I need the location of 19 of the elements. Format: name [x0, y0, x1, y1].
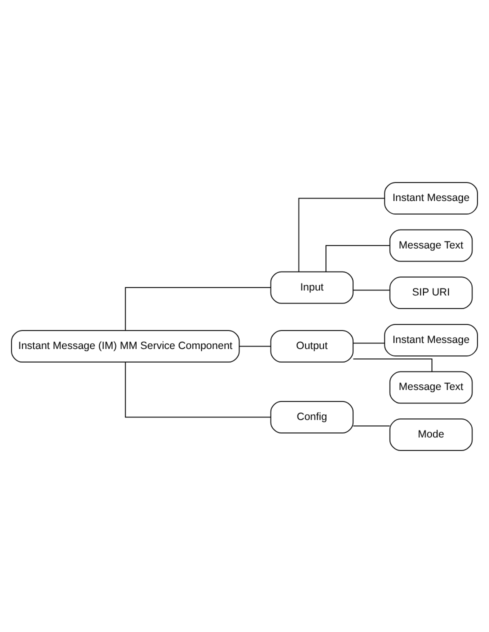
connector [352, 342, 385, 344]
connector [326, 244, 390, 272]
node-box: SIP URI [389, 276, 473, 309]
node-box: Instant Message [384, 182, 478, 214]
connector [124, 361, 272, 418]
node-box: Config [270, 400, 354, 433]
node-box: Mode [389, 418, 473, 450]
connector [352, 289, 390, 290]
connector [124, 286, 272, 330]
connector [352, 358, 432, 372]
connector [298, 197, 385, 272]
connector [238, 345, 272, 346]
connector [352, 425, 390, 426]
node-box: Instant Message [384, 323, 478, 356]
node-box: Instant Message (IM) MM Service Component [11, 330, 240, 362]
node-box: Input [270, 270, 354, 304]
node-box: Message Text [389, 228, 473, 262]
node-box: Output [270, 330, 354, 362]
node-box: Message Text [389, 370, 473, 404]
